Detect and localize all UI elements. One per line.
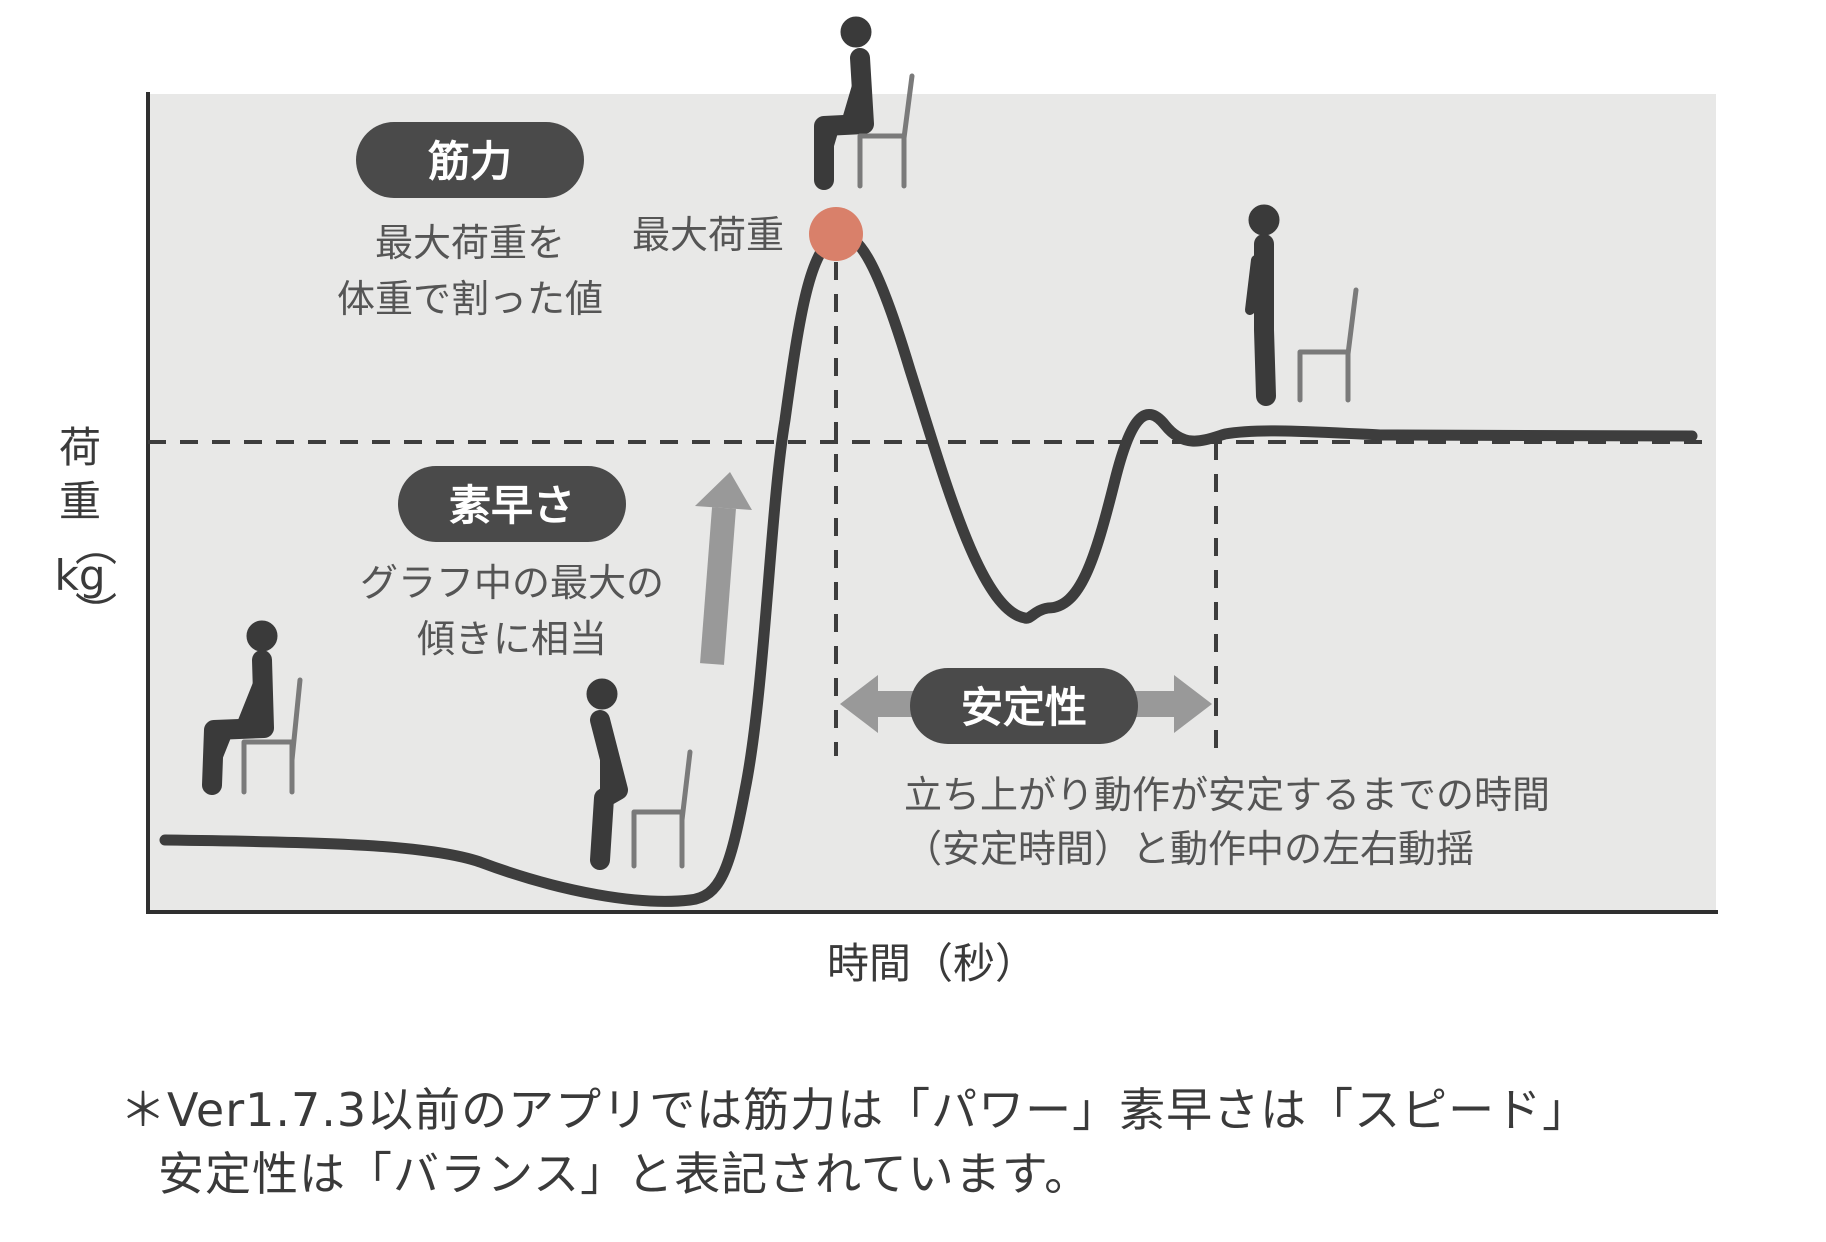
speed-pill: 素早さ bbox=[398, 466, 626, 542]
seated-person-icon bbox=[202, 620, 303, 795]
stability-desc-line2: （安定時間）と動作中の左右動揺 bbox=[904, 827, 1474, 871]
x-axis-label: 時間（秒） bbox=[827, 939, 1037, 988]
strength-desc-line2: 体重で割った値 bbox=[337, 277, 603, 321]
strength-desc-line1: 最大荷重を bbox=[375, 221, 565, 265]
y-axis-label: 荷 重 （ kg ） bbox=[55, 423, 119, 633]
peak-person-icon bbox=[814, 16, 915, 190]
rising-person-icon bbox=[586, 678, 693, 870]
stability-pill: 安定性 bbox=[910, 668, 1138, 744]
strength-pill: 筋力 bbox=[356, 122, 584, 198]
peak-label: 最大荷重 bbox=[632, 213, 784, 257]
speed-title: 素早さ bbox=[449, 481, 575, 530]
strength-title: 筋力 bbox=[428, 137, 512, 186]
stability-title: 安定性 bbox=[961, 683, 1087, 732]
stability-desc-line1: 立ち上がり動作が安定するまでの時間 bbox=[904, 773, 1550, 817]
standing-person-icon bbox=[1245, 204, 1359, 406]
speed-desc-line2: 傾きに相当 bbox=[417, 617, 607, 661]
speed-desc-line1: グラフ中の最大の bbox=[360, 561, 664, 605]
y-label-char-4: kg bbox=[55, 551, 106, 600]
speed-up-arrow bbox=[695, 472, 752, 665]
y-label-char-1: 荷 bbox=[59, 423, 101, 472]
footnote-line2: 安定性は「バランス」と表記されています。 bbox=[158, 1147, 1092, 1201]
y-label-char-2: 重 bbox=[59, 477, 101, 526]
footnote-line1: ＊Ver1.7.3以前のアプリでは筋力は「パワー」素早さは「スピード」 bbox=[120, 1083, 1590, 1137]
y-label-char-5: ） bbox=[70, 591, 119, 633]
y-label-char-3: （ bbox=[70, 524, 119, 566]
peak-marker bbox=[809, 207, 863, 261]
